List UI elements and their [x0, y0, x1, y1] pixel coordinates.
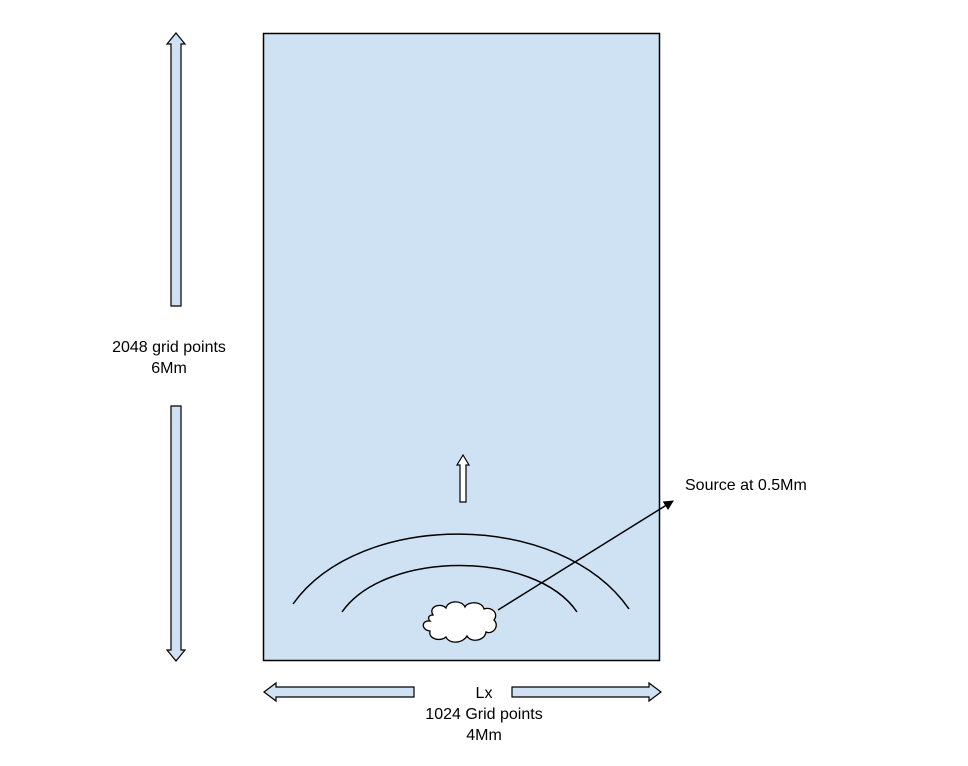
vertical-grid-points-text: 2048 grid points [112, 339, 226, 356]
simulation-domain [262, 32, 661, 662]
vertical-dimension-label: 2048 grid points 6Mm [96, 337, 242, 379]
horizontal-arrow-right [511, 681, 662, 703]
vertical-arrow-up [165, 32, 187, 307]
up-arrow-icon [455, 453, 471, 503]
vertical-length-text: 6Mm [151, 360, 187, 377]
horizontal-grid-points-text: 1024 Grid points [425, 706, 543, 723]
source-label: Source at 0.5Mm [685, 477, 807, 494]
vertical-arrow-down [165, 405, 187, 662]
cloud-icon [422, 601, 497, 643]
outer-wavefront-arc [292, 533, 630, 610]
inner-wavefront-arc [341, 564, 578, 613]
horizontal-lx-text: Lx [475, 685, 493, 702]
horizontal-length-text: 4Mm [466, 727, 502, 744]
horizontal-dimension-label: Lx 1024 Grid points 4Mm [404, 683, 564, 746]
horizontal-arrow-left [263, 681, 415, 703]
source-pointer-arrow [497, 500, 674, 611]
